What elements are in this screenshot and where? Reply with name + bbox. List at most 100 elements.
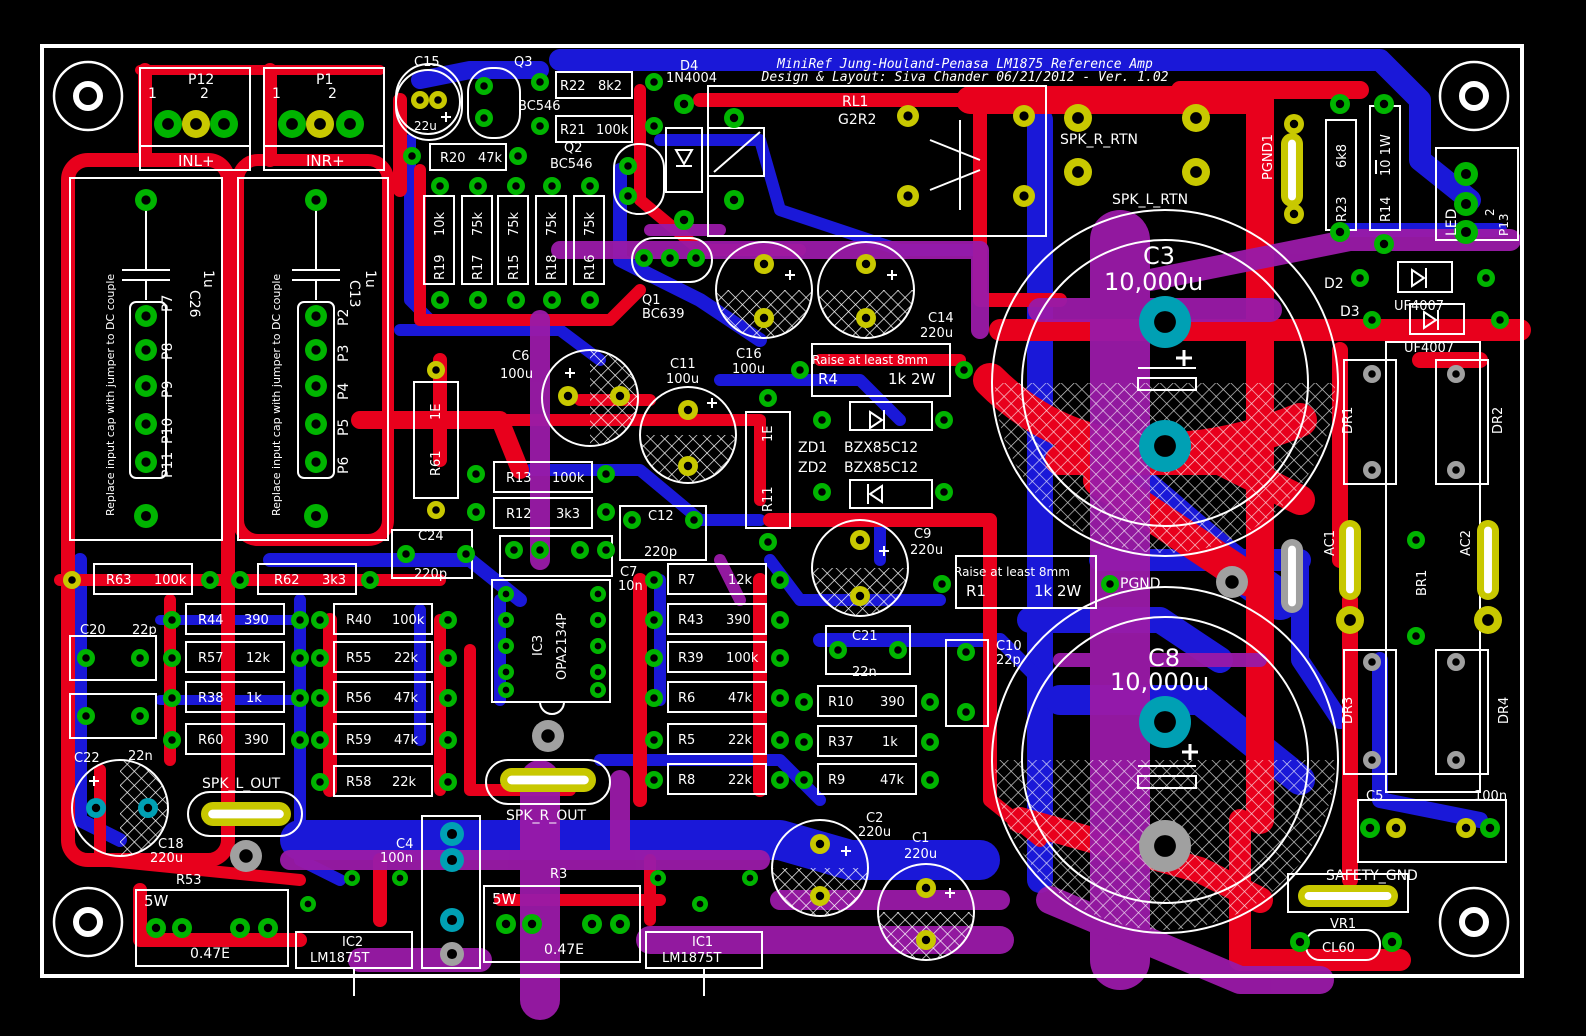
pad-hole <box>168 694 176 702</box>
zd1-value: BZX85C12 <box>844 440 918 456</box>
pad-hole <box>594 642 602 650</box>
r3-watt: 5W <box>492 890 517 908</box>
couple-note-left: Replace input cap with jumper to DC coup… <box>104 274 117 516</box>
c10-value: 22p <box>996 653 1021 668</box>
pad-hole <box>304 900 312 908</box>
pad-hole <box>1391 823 1401 833</box>
pad-hole <box>548 296 556 304</box>
pad-hole <box>1368 370 1376 378</box>
r59-value: 47k <box>394 733 419 748</box>
pad-hole <box>1106 580 1114 588</box>
r10-value: 390 <box>880 695 905 710</box>
pad-hole <box>1365 823 1375 833</box>
pad-hole <box>615 391 625 401</box>
pad-hole <box>764 538 772 546</box>
ac1-label: AC1 <box>1323 530 1338 556</box>
pad-hole <box>729 195 739 205</box>
pad-hole <box>296 694 304 702</box>
silkscreen-glyphs <box>89 112 1439 898</box>
pad-hole <box>1335 227 1345 237</box>
c15-label: C15 <box>414 55 440 70</box>
pad-hole <box>502 642 510 650</box>
r37-label: R37 <box>828 735 854 750</box>
p12-pin1: 1 <box>148 86 157 102</box>
pad-hole <box>136 712 144 720</box>
pgnd-label: PGND <box>1120 576 1161 592</box>
led-label: LED <box>1444 209 1460 236</box>
pad-hole <box>1412 536 1420 544</box>
oval-pad-slot <box>1346 526 1354 594</box>
pad-hole <box>903 191 913 201</box>
r3-value: 0.47E <box>544 942 584 958</box>
pad-hole <box>1379 239 1389 249</box>
r6-label: R6 <box>678 691 695 706</box>
pad-hole <box>402 550 410 558</box>
pad-hole <box>666 254 674 262</box>
pad-hole <box>615 919 625 929</box>
spk-l-rtn-label: SPK_L_RTN <box>1112 192 1188 208</box>
pad-hole <box>764 394 772 402</box>
ac2-label: AC2 <box>1459 530 1474 556</box>
pad-hole <box>316 694 324 702</box>
pad-hole <box>818 488 826 496</box>
vr1-value: CL60 <box>1322 941 1355 956</box>
r10-label: R10 <box>828 695 854 710</box>
r38-label: R38 <box>198 691 224 706</box>
rl1-value: G2R2 <box>838 112 876 128</box>
pad-hole <box>1387 937 1397 947</box>
pad-hole <box>311 311 321 321</box>
pad-hole <box>296 616 304 624</box>
r23-label: R23 <box>1335 196 1350 222</box>
r20-label: R20 <box>440 151 466 166</box>
r39-label: R39 <box>678 651 704 666</box>
r7-value: 12k <box>728 573 753 588</box>
r15-label: R15 <box>507 254 522 280</box>
pad-hole <box>654 874 662 882</box>
pad-hole <box>218 118 230 130</box>
r7-label: R7 <box>678 573 695 588</box>
c21-value: 22n <box>852 665 877 680</box>
c2-value: 220u <box>858 825 891 840</box>
r16-value: 75k <box>583 211 598 236</box>
pad-hole <box>444 778 452 786</box>
pad-hole <box>82 712 90 720</box>
r44-label: R44 <box>198 613 224 628</box>
r13-label: R13 <box>506 471 532 486</box>
pad-hole <box>960 366 968 374</box>
oval-pad-slot <box>1304 892 1392 900</box>
q2-label: Q2 <box>564 141 583 156</box>
c4-label: C4 <box>396 837 413 852</box>
r22-value: 8k2 <box>598 79 622 94</box>
r12-value: 3k3 <box>556 507 580 522</box>
pad-hole <box>151 923 161 933</box>
pad-hole <box>650 736 658 744</box>
pad-hole <box>311 457 321 467</box>
pad-hole <box>444 616 452 624</box>
pad-hole <box>512 182 520 190</box>
pad-hole <box>141 195 151 205</box>
c4-value: 100n <box>380 851 413 866</box>
pad-hole <box>510 546 518 554</box>
p7-label: P7 <box>160 295 176 312</box>
ic3-value: OPA2134P <box>555 613 570 680</box>
pad-hole <box>446 854 458 866</box>
pad-hole <box>536 546 544 554</box>
p12-label: INL+ <box>178 152 215 170</box>
pad-hole <box>68 576 76 584</box>
pad-hole <box>683 405 693 415</box>
c8-label: C8 <box>1148 644 1180 672</box>
c11-value: 100u <box>666 372 699 387</box>
c1-label: C1 <box>912 831 929 846</box>
oval-pad-slot <box>1484 526 1492 594</box>
pad-hole <box>502 686 510 694</box>
r53-value: 0.47E <box>190 946 230 962</box>
pad-hole <box>190 118 202 130</box>
rl1-label: RL1 <box>842 94 868 110</box>
pad-hole <box>586 296 594 304</box>
c26-value: 1u <box>200 270 216 288</box>
pad-hole <box>206 576 214 584</box>
pad-hole <box>1344 614 1356 626</box>
c12-label: C12 <box>648 509 674 524</box>
pad-hole <box>416 96 424 104</box>
